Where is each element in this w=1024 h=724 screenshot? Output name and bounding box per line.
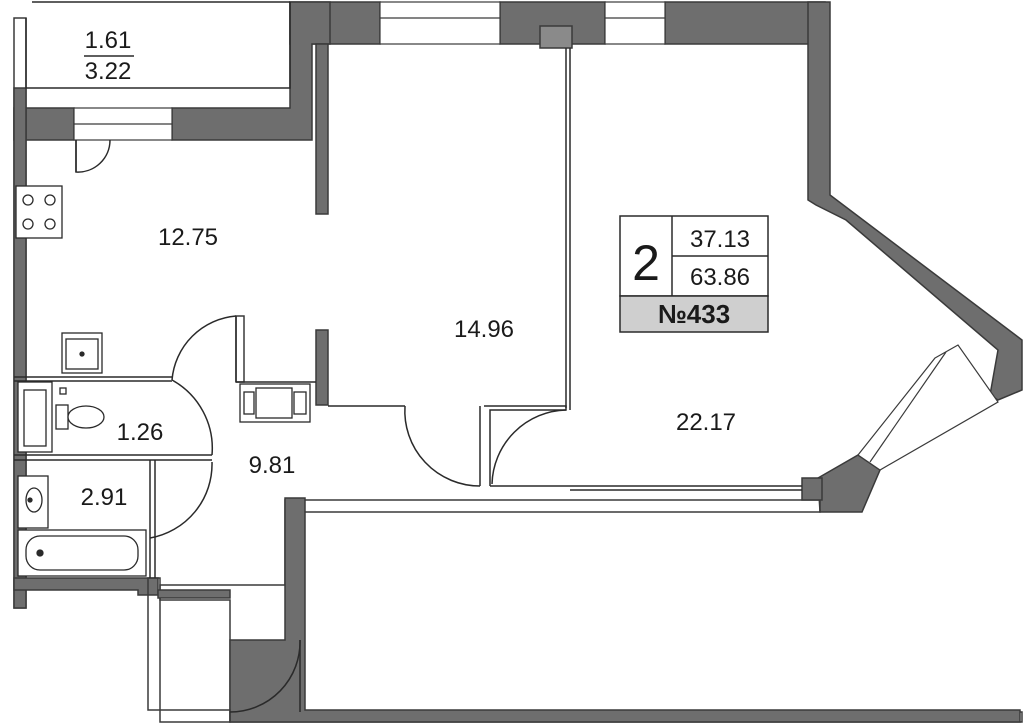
windows — [73, 1, 999, 471]
bathroom-area: 2.91 — [81, 484, 128, 511]
partitions — [14, 1, 802, 578]
window-living-bay — [857, 344, 999, 471]
toilet-door — [171, 379, 214, 456]
balcony-area-2: 3.22 — [85, 58, 132, 85]
kitchen-area: 12.75 — [158, 224, 218, 251]
fixtures — [15, 185, 311, 577]
bottom-left-wall — [13, 577, 159, 596]
window-bedroom — [379, 1, 501, 45]
living-corner-column — [801, 477, 823, 501]
window-living — [604, 1, 666, 45]
toilet-washer-icon — [17, 381, 53, 453]
bedroom-left-wall — [171, 1, 331, 141]
hall-door-upper — [171, 315, 237, 381]
bedroom-area: 14.96 — [454, 316, 514, 343]
bathtub-icon — [17, 529, 147, 577]
right-angled-wall — [807, 1, 1023, 401]
balcony-area-1: 1.61 — [85, 27, 132, 54]
balcony-outline — [25, 2, 291, 89]
column — [539, 25, 573, 49]
top-wall-right — [664, 1, 826, 45]
living-door — [491, 409, 567, 485]
hall-niche-wall — [235, 315, 245, 383]
bedroom-partition-top — [315, 43, 329, 215]
living-room-area: 22.17 — [676, 409, 736, 436]
apartment-number-badge — [619, 295, 769, 333]
bottom-left-outline — [147, 577, 231, 723]
toilet-icon — [55, 387, 105, 430]
stove-icon — [15, 185, 63, 239]
entry-lintel — [157, 589, 231, 599]
washing-machine-icon — [239, 383, 311, 423]
apartment-number: №433 — [658, 299, 730, 329]
area-labels: 1.61 3.22 12.75 14.96 22.17 9.81 1.26 2.… — [81, 27, 736, 511]
total-area: 63.86 — [690, 264, 750, 291]
apartment-summary: 2 37.13 63.86 №433 — [619, 215, 769, 333]
kitchen-balcony-door — [75, 139, 111, 173]
bottom-wall — [229, 497, 1021, 723]
kitchen-sink-icon — [61, 332, 103, 374]
doors — [75, 139, 567, 713]
bedroom-door — [404, 405, 481, 487]
bathroom-sink-icon — [17, 475, 49, 529]
living-area: 37.13 — [690, 226, 750, 253]
room-count: 2 — [632, 235, 660, 291]
hall-area: 9.81 — [249, 452, 296, 479]
bedroom-partition-bottom — [315, 329, 329, 406]
entrance-door — [229, 639, 301, 713]
toilet-area: 1.26 — [117, 419, 164, 446]
bathroom-door — [149, 461, 213, 539]
